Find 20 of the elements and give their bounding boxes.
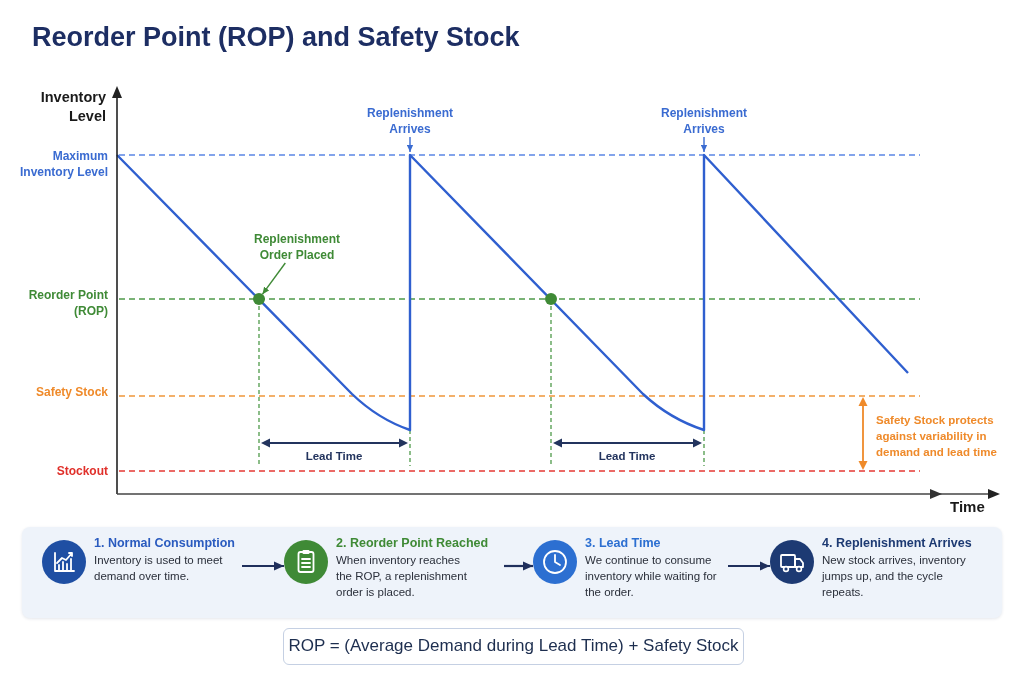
level-label: Reorder Point (ROP) (27, 287, 108, 319)
step-description: When inventory reaches the ROP, a replenishment order is placed. (336, 553, 468, 600)
step-description: We continue to consume inventory while waiting for the order. (585, 553, 718, 600)
step-heading: 3. Lead Time (585, 535, 661, 551)
step-description: New stock arrives, inventory jumps up, and the cycle repeats. (822, 553, 967, 600)
level-label: Maximum Inventory Level (18, 148, 108, 180)
step-heading: 2. Reorder Point Reached (336, 535, 489, 551)
step-heading: 4. Replenishment Arrives (822, 535, 972, 551)
flow-arrow (242, 561, 284, 571)
formula-box: ROP = (Average Demand during Lead Time) + Safety Stock (283, 628, 744, 665)
step-description: Inventory is used to meet demand over time. (94, 553, 224, 584)
axis-title: Time (950, 497, 986, 517)
flow-arrow (728, 561, 770, 571)
level-label: Safety Stock (34, 384, 108, 400)
title: Reorder Point (ROP) and Safety Stock (32, 21, 520, 53)
flow-arrow (504, 561, 533, 571)
axis-title: Inventory Level (39, 88, 106, 126)
level-label: Stockout (55, 463, 108, 479)
step-heading: 1. Normal Consumption (94, 535, 235, 551)
steps-panel (22, 527, 1002, 618)
